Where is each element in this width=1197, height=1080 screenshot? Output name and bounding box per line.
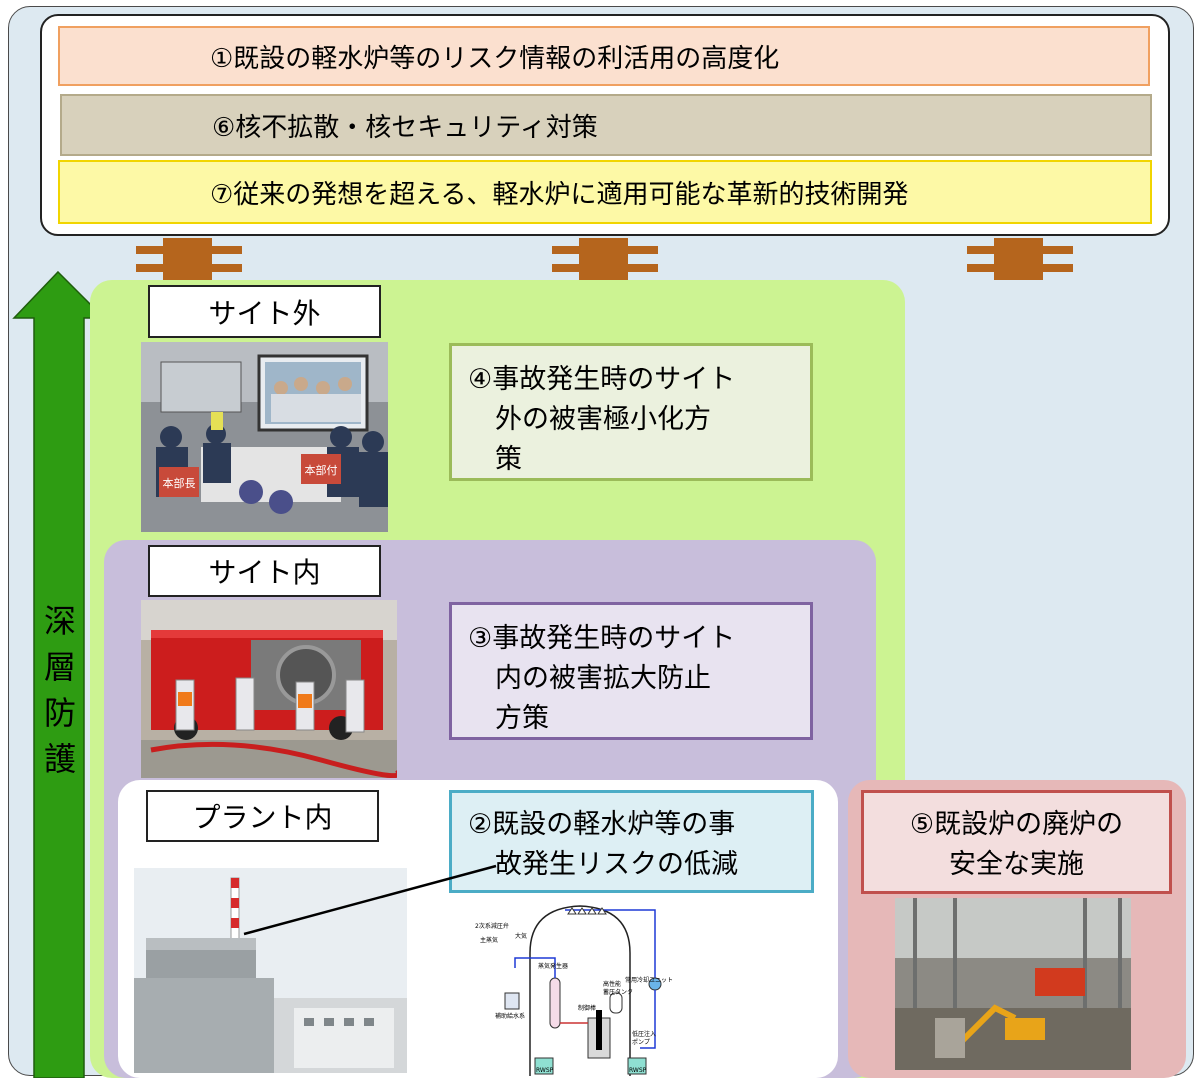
defense-in-depth-label: 深 層 防 護	[36, 598, 84, 782]
schematic-label: 蓄圧タンク	[603, 988, 633, 996]
fire-truck-drill-photo	[141, 600, 397, 778]
schematic-label: 大気	[515, 932, 527, 940]
item-6-nonproliferation: ⑥核不拡散・核セキュリティ対策	[60, 94, 1152, 156]
vest-sign: 本部長	[163, 476, 196, 490]
schematic-label: 低圧注入	[632, 1030, 656, 1038]
leader-line	[243, 864, 497, 936]
item-5-decommissioning: ⑤既設炉の廃炉の 安全な実施	[861, 790, 1172, 894]
schematic-label: RWSP	[536, 1067, 554, 1074]
onsite-tag: サイト内	[148, 545, 381, 597]
schematic-label: 常用冷却ユニット	[625, 976, 673, 984]
item-2-risk-reduction: ②既設の軽水炉等の事 故発生リスクの低減	[449, 790, 814, 893]
schematic-label: 蒸気発生器	[538, 962, 568, 970]
schematic-label: 補助給水系	[495, 1012, 525, 1020]
vest-sign: 本部付	[305, 463, 338, 477]
inplant-tag: プラント内	[146, 790, 379, 842]
label-char: 深	[43, 602, 76, 640]
item-4-offsite-mitigation: ④事故発生時のサイト 外の被害極小化方 策	[449, 343, 813, 481]
label-char: 防	[43, 694, 76, 732]
schematic-label: RWSP	[629, 1067, 647, 1074]
item-1-risk-info: ①既設の軽水炉等のリスク情報の利活用の高度化	[58, 26, 1150, 86]
reactor-schematic: 2次系減圧弁 大気 主蒸気 蒸気発生器 高性能 蓄圧タンク 常用冷却ユニット 補…	[470, 898, 715, 1076]
schematic-label: 高性能	[603, 980, 621, 988]
emergency-room-photo: 本部長 本部付	[141, 342, 388, 532]
item-3-onsite-prevention: ③事故発生時のサイト 内の被害拡大防止 方策	[449, 602, 813, 740]
offsite-tag: サイト外	[148, 285, 381, 338]
schematic-label: 2次系減圧弁	[475, 922, 509, 930]
label-char: 層	[43, 648, 76, 686]
schematic-label: ポンプ	[632, 1038, 650, 1046]
schematic-label: 主蒸気	[480, 936, 498, 944]
item-7-innovative-tech: ⑦従来の発想を超える、軽水炉に適用可能な革新的技術開発	[58, 160, 1152, 224]
label-char: 護	[43, 740, 76, 778]
decommissioning-site-photo	[895, 898, 1131, 1070]
schematic-label: 制御棒	[578, 1004, 596, 1012]
